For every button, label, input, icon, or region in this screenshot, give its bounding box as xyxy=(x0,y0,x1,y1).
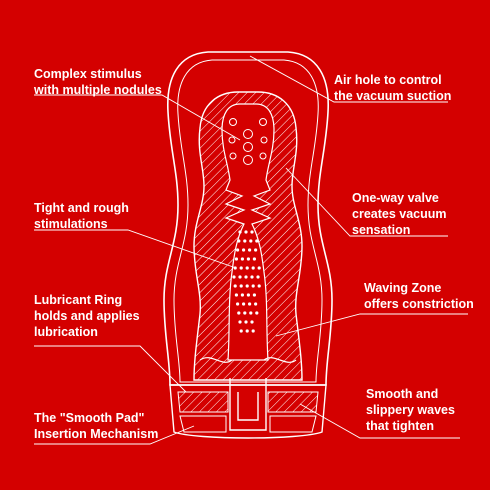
texture-dot xyxy=(254,248,258,252)
leader-one-way-valve xyxy=(285,167,448,237)
texture-dot xyxy=(243,311,247,315)
lubricant-ring-right xyxy=(267,391,319,413)
texture-dot xyxy=(238,275,242,279)
texture-dot xyxy=(239,266,243,270)
texture-dot xyxy=(250,320,254,324)
leader-waving-zone xyxy=(275,313,468,337)
texture-dot xyxy=(248,302,252,306)
lubricant-ring-left xyxy=(177,391,229,413)
texture-dot xyxy=(257,266,261,270)
texture-dot xyxy=(237,239,241,243)
texture-dot xyxy=(234,257,238,261)
texture-dot xyxy=(239,329,243,333)
label-air-hole: Air hole to control the vacuum suction xyxy=(334,73,452,103)
texture-dot xyxy=(244,275,248,279)
texture-dot xyxy=(249,311,253,315)
texture-dot xyxy=(244,230,248,234)
texture-dot xyxy=(245,266,249,270)
texture-dot xyxy=(248,248,252,252)
texture-dot xyxy=(244,320,248,324)
label-smooth-pad: The "Smooth Pad" Insertion Mechanism xyxy=(34,411,159,441)
label-smooth-waves: Smooth and slippery waves that tighten xyxy=(366,387,455,433)
texture-dot xyxy=(242,302,246,306)
texture-dot xyxy=(254,302,258,306)
texture-dot xyxy=(236,248,240,252)
leader-tight-rough xyxy=(34,229,237,269)
leader-air-hole xyxy=(249,55,448,103)
insertion-mechanism xyxy=(229,378,267,431)
texture-dot xyxy=(255,239,259,243)
base-plate xyxy=(169,384,327,439)
leader-lines xyxy=(34,55,468,445)
texture-dot xyxy=(239,284,243,288)
leader-smooth-pad xyxy=(34,425,195,445)
texture-dot xyxy=(251,284,255,288)
smooth-pad-left xyxy=(179,415,227,433)
texture-dot xyxy=(249,239,253,243)
texture-dot xyxy=(246,293,250,297)
texture-dot xyxy=(245,284,249,288)
texture-dot xyxy=(250,275,254,279)
inner-cup-outline xyxy=(173,59,323,383)
label-complex-stimulus: Complex stimulus with multiple nodules xyxy=(34,67,162,97)
texture-dot xyxy=(242,248,246,252)
texture-dot xyxy=(251,266,255,270)
label-waving-zone: Waving Zone offers constriction xyxy=(364,281,474,311)
texture-dot xyxy=(246,257,250,261)
texture-dot xyxy=(232,275,236,279)
texture-dot xyxy=(236,302,240,306)
texture-dot xyxy=(255,311,259,315)
texture-dot xyxy=(257,284,261,288)
leader-lubricant-ring xyxy=(34,345,187,393)
texture-dot xyxy=(252,293,256,297)
label-tight-rough: Tight and rough stimulations xyxy=(34,201,129,231)
texture-dot xyxy=(245,329,249,333)
nodules xyxy=(228,118,268,165)
texture-dot xyxy=(251,329,255,333)
texture-dot xyxy=(250,230,254,234)
leader-complex-stimulus xyxy=(34,94,241,141)
texture-dot xyxy=(238,230,242,234)
smooth-pad-right xyxy=(269,415,317,433)
dotted-stimulation-zone xyxy=(232,230,261,333)
texture-dot xyxy=(252,257,256,261)
texture-dot xyxy=(256,275,260,279)
texture-dot xyxy=(233,284,237,288)
label-lubricant-ring: Lubricant Ring holds and applies lubrica… xyxy=(34,293,140,339)
texture-dot xyxy=(240,257,244,261)
leader-smooth-waves xyxy=(299,403,460,439)
texture-dot xyxy=(234,293,238,297)
texture-dot xyxy=(238,320,242,324)
texture-dot xyxy=(237,311,241,315)
inner-canal xyxy=(221,103,275,361)
lower-waves xyxy=(199,357,297,363)
label-one-way-valve: One-way valve creates vacuum sensation xyxy=(352,191,447,237)
texture-dot xyxy=(240,293,244,297)
texture-dot xyxy=(243,239,247,243)
